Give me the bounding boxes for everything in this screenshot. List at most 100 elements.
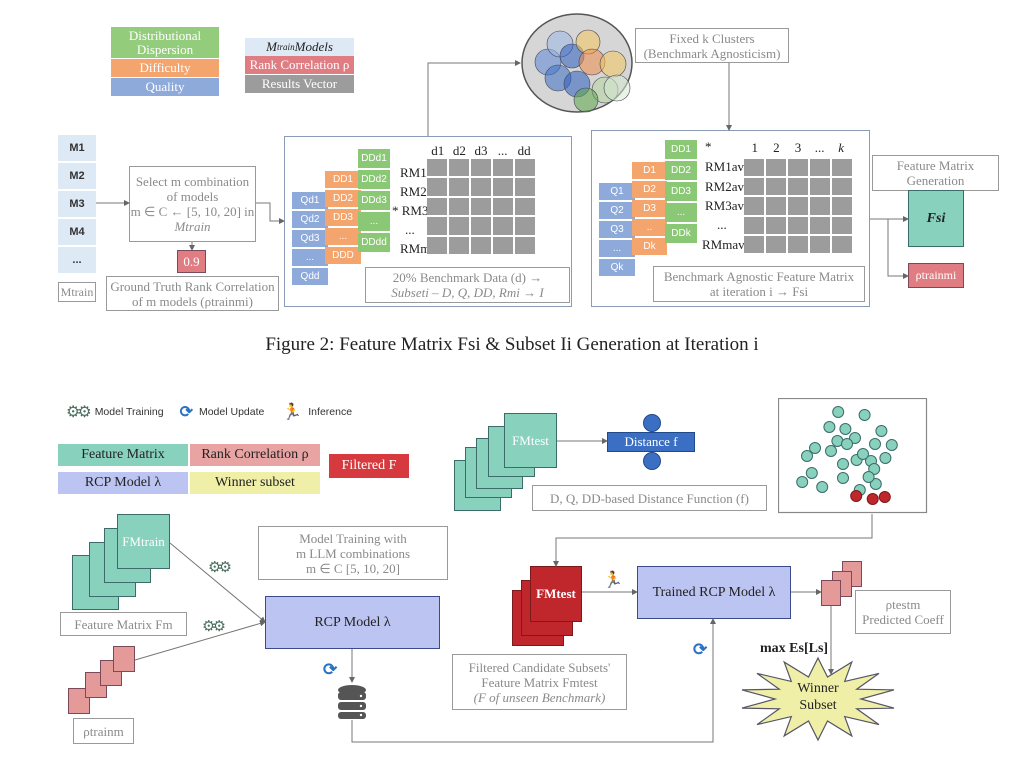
candidate-point xyxy=(832,406,845,418)
candidate-scatter xyxy=(778,398,928,514)
row-label: RMm xyxy=(400,241,431,256)
model-cell: M3 xyxy=(58,191,96,217)
legend-difficulty: Difficulty xyxy=(111,59,219,77)
row-label: RM3avg xyxy=(705,198,751,213)
mtrain-label: Mtrain xyxy=(58,282,96,302)
legend-rank-correlation: Rank Correlation ρ xyxy=(245,56,354,74)
rcp-model-block: RCP Model λ xyxy=(265,596,440,649)
select-line-1: Select m combination xyxy=(135,174,250,189)
results-matrix xyxy=(427,159,535,254)
arrow-db-to-trained xyxy=(351,618,716,743)
subset-panel: Qd1 Qd2 Qd3 ... Qdd DD1 DD2 DD3 ... DDD … xyxy=(284,136,572,307)
clusters-label-2: (Benchmark Agnosticism) xyxy=(643,45,781,61)
candidate-point xyxy=(862,471,875,483)
candidate-point xyxy=(796,476,809,488)
candidate-point xyxy=(869,478,882,490)
filtered-line-2: Feature Matrix Fmtest xyxy=(481,674,598,690)
row-label: RMmavg xyxy=(702,237,752,252)
model-cell: ... xyxy=(58,247,96,273)
fmg-line-2: Generation xyxy=(906,173,965,188)
q-cell: Q2 xyxy=(599,202,635,219)
select-line-3: m ∈ C ← [5, 10, 20] in xyxy=(130,204,255,219)
subset-caption-1: 20% Benchmark Data (d) → xyxy=(392,270,543,285)
dd-cell: DDd3 xyxy=(358,191,390,210)
dd-column: DD1 DD2 DD3 ... DDk xyxy=(665,140,697,243)
dd-column: DDd1 DDd2 DDd3 ... DDdd xyxy=(358,149,390,252)
q-cell: Qd3 xyxy=(292,230,328,247)
d-cell: .. xyxy=(632,219,667,236)
q-cell: ... xyxy=(292,249,328,266)
agnostic-caption-2: at iteration i → Fsi xyxy=(709,284,809,299)
d-cell: DD3 xyxy=(325,209,361,226)
gears-icon: ⚙⚙ xyxy=(202,619,226,635)
q-cell: Qd2 xyxy=(292,211,328,228)
candidate-point xyxy=(869,438,881,450)
arrow-scatter-to-filtered xyxy=(553,514,873,567)
clusters-label: Fixed k Clusters (Benchmark Agnosticism) xyxy=(635,28,789,63)
star-marker: * xyxy=(705,139,712,154)
database-icon xyxy=(338,685,366,719)
column-labels: d1 d2 d3 ... dd xyxy=(427,143,535,159)
winner-line-2: Subset xyxy=(799,698,837,713)
legend-dimension: Distributional Dispersion Difficulty Qua… xyxy=(111,27,219,96)
q-column: Q1 Q2 Q3 ... Qk xyxy=(599,183,635,276)
dd-cell: ... xyxy=(358,212,390,231)
model-training-box: Model Training with m LLM combinations m… xyxy=(258,526,448,580)
d-cell: D2 xyxy=(632,181,667,198)
fs-block: Fsi xyxy=(908,190,964,247)
dd-cell: DD3 xyxy=(665,182,697,201)
d-cell: Dk xyxy=(632,238,667,255)
figure3-connectors xyxy=(134,438,873,743)
model-cell: M1 xyxy=(58,135,96,161)
clusters-diagram xyxy=(521,13,633,113)
filtered-line-3: (F of unseen Benchmark) xyxy=(473,689,606,705)
figure-2-caption: Figure 2: Feature Matrix Fsi & Subset Ii… xyxy=(265,334,759,355)
ptest-line-2: Predicted Coeff xyxy=(862,612,944,627)
refresh-icon: ⟳ xyxy=(323,660,338,679)
dd-cell: ... xyxy=(665,203,697,222)
q-cell: Qk xyxy=(599,259,635,276)
select-line-4: Mtrain xyxy=(174,219,211,234)
training-line-2: m LLM combinations xyxy=(295,545,411,561)
candidate-point xyxy=(858,409,871,421)
icon-legend: ⚙⚙ Model Training ⟳ Model Update 🏃 Infer… xyxy=(66,402,352,422)
dd-cell: DD2 xyxy=(665,161,697,180)
column-label: d1 xyxy=(431,143,445,158)
candidate-point xyxy=(875,425,888,437)
figure2-connectors xyxy=(96,60,909,279)
ptrain-stack-layer xyxy=(68,688,90,714)
legend-model-training: Model Training xyxy=(94,406,164,418)
column-label: 1 xyxy=(751,140,759,155)
d-cell: ... xyxy=(325,228,361,245)
distance-bottom-circle xyxy=(643,452,661,470)
ground-truth-label: Ground Truth Rank Correlation of m model… xyxy=(106,276,279,311)
q-cell: ... xyxy=(599,240,635,257)
arrow-fmtrain-to-rcp xyxy=(169,542,266,623)
candidate-point xyxy=(849,432,861,444)
max-expectation-label: max Es[Ls] xyxy=(760,641,829,656)
arrow-subset-to-clusters xyxy=(427,60,521,136)
d-cell: D3 xyxy=(632,200,667,217)
candidate-point xyxy=(885,439,898,451)
dd-cell: DDd1 xyxy=(358,149,390,168)
legend-rcp-model: RCP Model λ xyxy=(58,472,188,494)
ptest-label: ρtestm Predicted Coeff xyxy=(855,590,951,634)
legend-quality: Quality xyxy=(111,78,219,96)
model-cell: M2 xyxy=(58,163,96,189)
legend-distributional-dispersion: Distributional Dispersion xyxy=(111,27,219,58)
column-label: k xyxy=(838,140,845,155)
candidate-point xyxy=(857,448,869,460)
runner-icon: 🏃 xyxy=(282,404,303,421)
gt-line-1: Ground Truth Rank Correlation xyxy=(110,278,275,294)
dd-cell: DDk xyxy=(665,224,697,243)
feature-matrix-fm-label: Feature Matrix Fm xyxy=(60,612,187,636)
filtered-candidate-label: Filtered Candidate Subsets' Feature Matr… xyxy=(452,654,627,710)
model-cell: M4 xyxy=(58,219,96,245)
ptrain-m-label: ρtrainm xyxy=(73,718,134,744)
select-combination-box: Select m combination of models m ∈ C ← [… xyxy=(129,166,256,242)
fmg-line-1: Feature Matrix xyxy=(896,158,975,173)
agnostic-caption: Benchmark Agnostic Feature Matrix at ite… xyxy=(653,266,865,302)
d-cell: DDD xyxy=(325,247,361,264)
ptest-line-1: ρtestm xyxy=(885,597,921,612)
